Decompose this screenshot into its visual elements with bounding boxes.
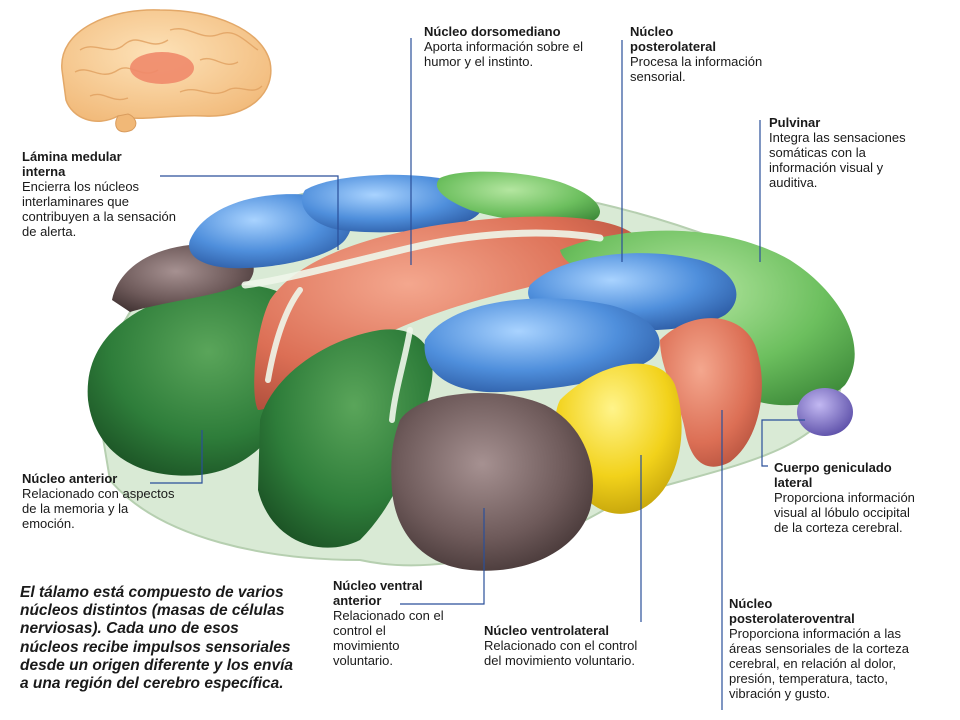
thalamus-body [87,171,855,571]
leader-geniculado [761,419,805,467]
nucleo-ventral-anterior-region [391,393,593,571]
label-cuerpo-geniculado-lateral: Cuerpo geniculado lateral Proporciona in… [774,460,934,535]
label-title: Lámina medular interna [22,149,122,179]
figure-caption: El tálamo está compuesto de varios núcle… [20,584,294,693]
label-nucleo-posterolateroventral: Núcleo posterolateroventral Proporciona … [729,596,939,701]
label-nucleo-dorsomediano: Núcleo dorsomediano Aporta información s… [424,24,604,69]
label-description: Integra las sensaciones somáticas con la… [769,130,906,190]
label-nucleo-ventrolateral: Núcleo ventrolateral Relacionado con el … [484,623,654,668]
label-title: Núcleo posterolateroventral [729,596,855,626]
label-title: Cuerpo geniculado lateral [774,460,892,490]
leader-lines [150,38,805,710]
label-description: Proporciona información a las áreas sens… [729,626,909,701]
label-title: Pulvinar [769,115,821,130]
label-nucleo-posterolateral: Núcleo posterolateral Procesa la informa… [630,24,790,84]
label-title: Núcleo ventral anterior [333,578,423,608]
label-description: Procesa la información sensorial. [630,54,763,84]
brain-thumbnail-icon [61,9,272,133]
label-description: Relacionado con el control el movimiento… [333,608,444,668]
label-pulvinar: Pulvinar Integra las sensaciones somátic… [769,115,929,190]
cuerpo-geniculado-region [797,388,853,436]
label-description: Proporciona información visual al lóbulo… [774,490,915,535]
leader-lamina [160,175,339,250]
nucleo-anterior-region [87,285,308,476]
label-description: Relacionado con aspectos de la memoria y… [22,486,175,531]
label-title: Núcleo ventrolateral [484,623,609,638]
label-nucleo-anterior: Núcleo anterior Relacionado con aspectos… [22,471,182,531]
label-description: Encierra los núcleos interlaminares que … [22,179,176,239]
label-title: Núcleo anterior [22,471,118,486]
label-lamina-medular-interna: Lámina medular interna Encierra los núcl… [22,149,177,239]
label-description: Aporta información sobre el humor y el i… [424,39,583,69]
label-nucleo-ventral-anterior: Núcleo ventral anterior Relacionado con … [333,578,463,668]
label-title: Núcleo dorsomediano [424,24,561,39]
label-title: Núcleo posterolateral [630,24,716,54]
nucleo-posterolateroventral-region [660,318,762,467]
leader-ventral-anterior [400,508,485,605]
label-description: Relacionado con el control del movimient… [484,638,638,668]
leader-anterior [150,430,203,484]
